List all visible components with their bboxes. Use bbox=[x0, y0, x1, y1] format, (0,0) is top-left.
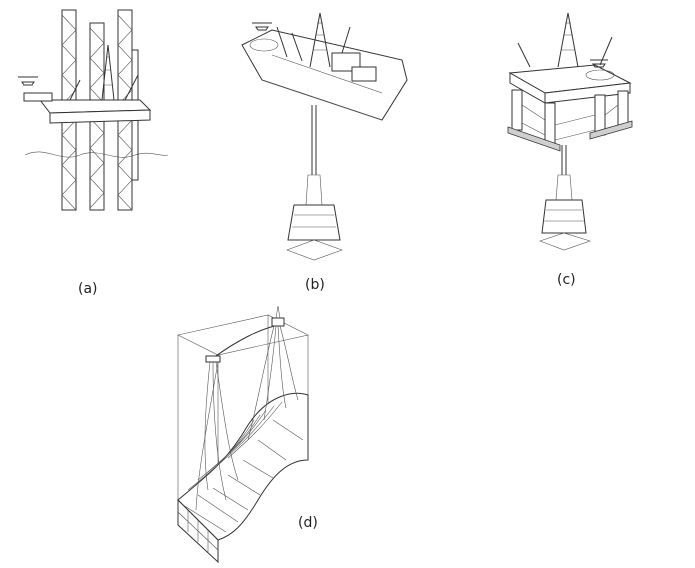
panel-b: (b) bbox=[232, 5, 412, 293]
panel-b-label: (b) bbox=[305, 277, 325, 293]
panel-c: (c) bbox=[500, 5, 640, 288]
panel-a: (a) bbox=[10, 5, 170, 297]
panel-d-label: (d) bbox=[298, 515, 318, 531]
panel-d: (d) bbox=[168, 300, 318, 565]
subsea-wells-seabed-icon bbox=[177, 305, 309, 564]
drillship-icon bbox=[241, 12, 408, 261]
panel-a-label: (a) bbox=[78, 281, 98, 297]
semi-submersible-icon bbox=[507, 12, 633, 251]
jackup-rig-icon bbox=[18, 9, 169, 211]
panel-c-label: (c) bbox=[557, 272, 576, 288]
